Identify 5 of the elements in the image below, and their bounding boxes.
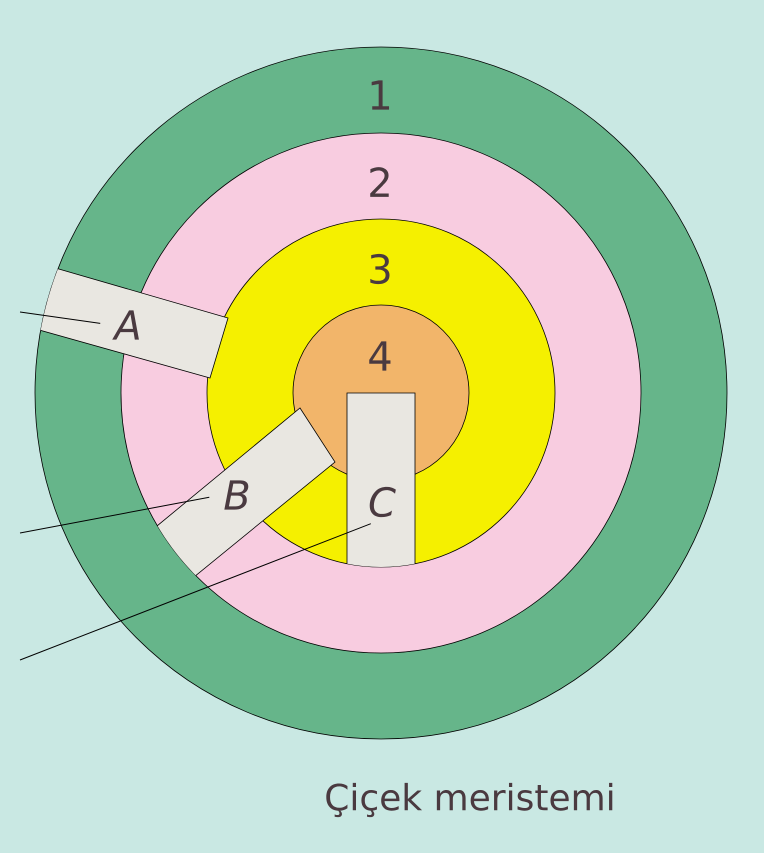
leader-line xyxy=(20,312,101,324)
caption: Çiçek meristemi xyxy=(326,782,612,818)
leader-line xyxy=(20,496,210,534)
tissue-band: C xyxy=(346,392,416,567)
leader-line xyxy=(20,523,372,660)
